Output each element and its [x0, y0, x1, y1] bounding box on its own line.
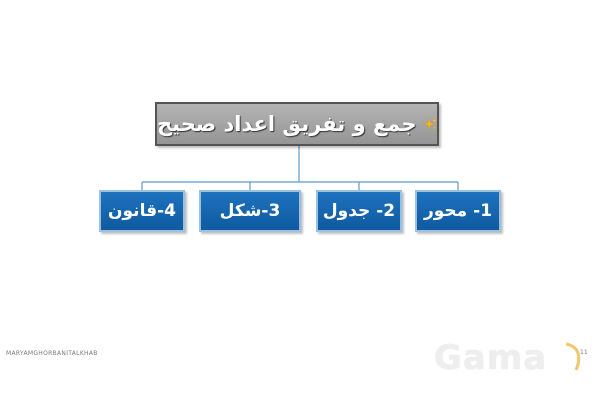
node-shape: 3-شکل	[199, 190, 301, 232]
node-axis: 1- محور	[415, 190, 501, 232]
node-label: 3-شکل	[219, 201, 281, 221]
node-label: 1- محور	[423, 201, 493, 221]
gama-logo: Gama	[434, 338, 548, 378]
sparkles-icon	[422, 117, 437, 131]
page-number: 11	[580, 349, 588, 356]
gama-logo-mark-icon	[565, 342, 581, 371]
footer-author: MARYAMGHORBANITALKHAB	[6, 350, 98, 357]
diagram-title-box: جمع و تفریق اعداد صحیح	[155, 102, 439, 146]
node-rule: 4-قانون	[99, 190, 185, 232]
node-label: 2- جدول	[322, 201, 396, 221]
node-table: 2- جدول	[316, 190, 402, 232]
diagram-title: جمع و تفریق اعداد صحیح	[157, 112, 417, 136]
node-label: 4-قانون	[108, 201, 176, 221]
